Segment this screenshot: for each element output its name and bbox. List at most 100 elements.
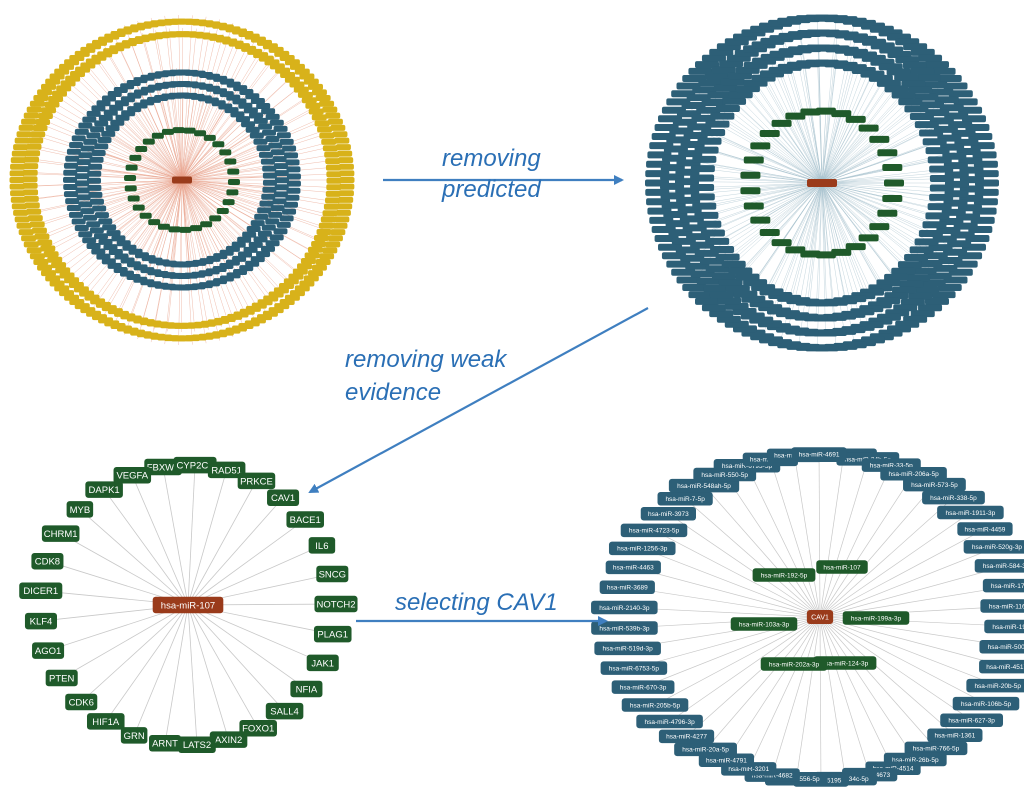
target-node — [94, 143, 109, 150]
target-node — [701, 54, 726, 62]
predicted-target-node — [33, 94, 49, 101]
node-label: CDK6 — [69, 697, 94, 708]
target-node-il6: IL6 — [308, 537, 336, 554]
validated-target-node — [845, 243, 866, 251]
target-node — [929, 165, 954, 173]
edge — [181, 175, 270, 181]
edge — [181, 65, 283, 181]
target-node — [262, 165, 277, 172]
edge — [148, 139, 183, 181]
node-box — [982, 578, 1024, 593]
edge — [821, 182, 922, 251]
edge — [806, 182, 823, 333]
validated-target-node — [815, 251, 836, 259]
predicted-target-node — [26, 106, 42, 113]
target-node — [71, 135, 86, 142]
predicted-target-node — [303, 78, 319, 85]
edge — [148, 179, 183, 262]
edge — [181, 179, 269, 198]
predicted-target-node — [41, 270, 57, 277]
edge — [113, 179, 183, 236]
arrow2-label-line1: removing weak — [345, 346, 508, 373]
validated-target-node — [183, 127, 196, 134]
target-node — [259, 151, 274, 158]
predicted-target-node — [311, 240, 327, 247]
target-node — [230, 111, 245, 118]
target-node — [262, 172, 277, 179]
predicted-target-node — [321, 138, 337, 145]
target-node — [705, 120, 730, 128]
target-node — [257, 230, 272, 237]
edge — [706, 150, 823, 184]
edge — [187, 604, 323, 664]
target-node — [707, 91, 732, 99]
edge — [54, 179, 183, 264]
arrow2-label-line2: evidence — [345, 379, 441, 406]
predicted-target-node — [26, 247, 42, 254]
target-node — [261, 108, 276, 115]
node-box — [152, 596, 224, 614]
validated-mirna-node: hsa-miR-124-3p — [813, 656, 877, 670]
target-node — [268, 142, 283, 149]
edge — [23, 132, 183, 181]
target-node — [710, 245, 735, 253]
node-label: FBXW7 — [147, 462, 180, 473]
predicted-target-node — [319, 132, 335, 139]
node-label: IL6 — [315, 541, 328, 552]
edge — [669, 616, 821, 722]
predicted-target-node — [303, 275, 319, 282]
edge — [821, 182, 869, 239]
target-node — [912, 267, 937, 275]
predicted-target-node — [292, 268, 308, 275]
target-node — [257, 207, 272, 214]
node-box — [149, 735, 182, 752]
target-node-lats2: LATS2 — [178, 736, 216, 753]
target-node-fbxw7: FBXW7 — [144, 458, 182, 476]
node-label: hsa-miR-4459 — [965, 526, 1006, 533]
edge — [771, 182, 823, 292]
target-node — [101, 130, 116, 137]
edge — [95, 179, 183, 196]
node-box — [980, 599, 1024, 613]
edge — [154, 179, 183, 225]
edge — [160, 94, 183, 181]
predicted-target-node — [51, 90, 67, 97]
edge — [796, 616, 821, 779]
target-node-dapk1: DAPK1 — [85, 481, 123, 498]
predicted-target-node — [43, 251, 59, 258]
edge — [55, 95, 183, 181]
node-label: PLAG1 — [317, 630, 348, 641]
edge — [819, 616, 1007, 667]
target-node — [902, 61, 927, 69]
edge — [181, 160, 333, 181]
edge — [168, 28, 183, 181]
target-node — [924, 61, 949, 69]
predicted-target-node — [325, 164, 341, 171]
target-node-cyp2c8: CYP2C8 — [173, 456, 217, 474]
center-node — [172, 176, 192, 184]
edge — [181, 135, 210, 181]
edge — [80, 604, 189, 703]
node-label: hsa-miR-519d-3p — [603, 646, 654, 653]
node-box — [842, 611, 910, 625]
node-box — [974, 559, 1024, 573]
edge — [821, 108, 917, 184]
target-node — [254, 213, 269, 220]
edge — [821, 119, 856, 184]
predicted-target-node — [307, 270, 323, 277]
edge — [740, 182, 823, 272]
node-label: hsa-miR-539b-3p — [599, 625, 650, 632]
predicted-target-node — [10, 157, 26, 164]
edge — [668, 513, 821, 618]
predicted-target-node — [45, 275, 61, 282]
node-label: hsa-miR-338-5p — [930, 495, 977, 502]
edge — [181, 179, 234, 280]
edge — [818, 48, 823, 184]
mirna-node: hsa-miR-520g-3p — [963, 540, 1024, 554]
edge — [781, 123, 823, 184]
predicted-target-node — [54, 285, 70, 292]
validated-target-node — [882, 194, 903, 202]
validated-target-node — [743, 156, 764, 164]
predicted-target-node — [27, 215, 43, 222]
edge — [769, 459, 821, 618]
